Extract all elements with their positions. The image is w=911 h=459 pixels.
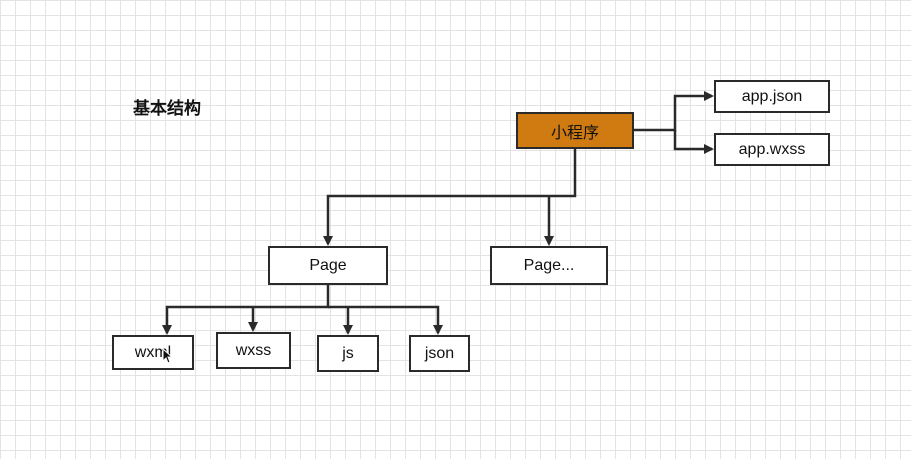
edge-page-js [328,305,443,335]
node-page: Page [268,246,388,285]
diagram-title: 基本结构 [133,99,201,119]
edge-page-wxml [162,285,330,335]
node-miniprogram: 小程序 [516,112,634,149]
edge-root-app-wxss [673,130,714,154]
mouse-cursor-icon [162,348,174,364]
edge-root-app-json [634,91,714,132]
node-app-wxss: app.wxss [714,133,830,166]
node-json: json [409,335,470,372]
node-page-more: Page... [490,246,608,285]
node-wxml: wxml [112,335,194,370]
edge-root-page [323,148,577,246]
node-wxss: wxss [216,332,291,369]
node-js: js [317,335,379,372]
node-app-json: app.json [714,80,830,113]
